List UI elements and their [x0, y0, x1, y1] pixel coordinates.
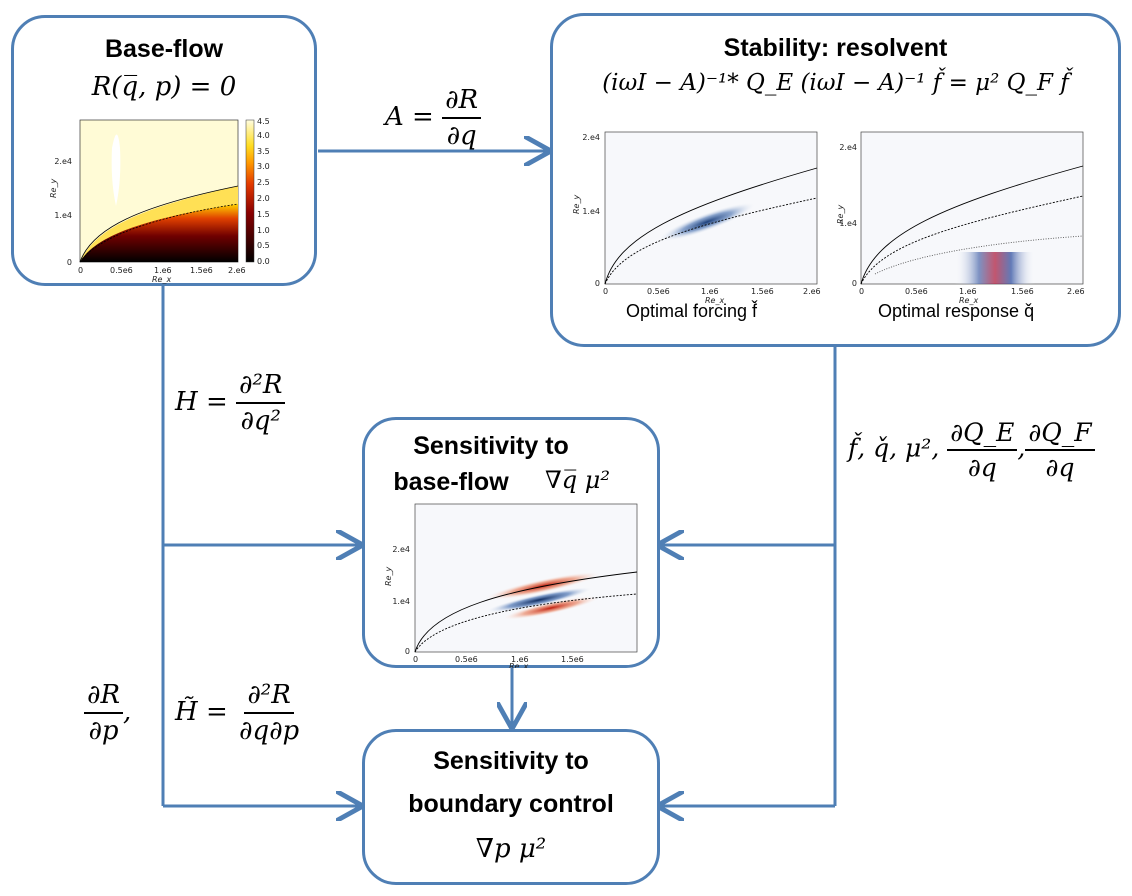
sens-boundary-title-1: Sensitivity to — [433, 747, 589, 775]
x-tick: 1.e6 — [511, 655, 529, 664]
y-tick: 0 — [405, 647, 410, 656]
cbar-tick: 3.5 — [257, 147, 270, 156]
x-tick: 0 — [603, 287, 608, 296]
label-right: f̌, q̌, μ², ∂Q_E ∂q , ∂Q_F ∂q — [848, 418, 1095, 482]
x-tick: 1.5e6 — [751, 287, 774, 296]
y-tick: 2.e4 — [392, 545, 410, 554]
label-dRdp-num: ∂R — [84, 680, 124, 714]
label-right-num1: ∂Q_E — [947, 418, 1018, 451]
x-tick: 0 — [413, 655, 418, 664]
x-tick: 0 — [859, 287, 864, 296]
y-tick: 0 — [67, 258, 72, 267]
label-right-num2: ∂Q_F — [1025, 418, 1095, 451]
x-tick: 0.5e6 — [905, 287, 928, 296]
x-tick: 1.5e6 — [1011, 287, 1034, 296]
sens-base-plot: 0 0.5e6 1.e6 1.5e6 Re_x 0 1.e4 2.e4 Re_y — [384, 503, 638, 668]
label-A-fraction: ∂R ∂q — [442, 85, 482, 151]
response-caption: Optimal response q̌ — [878, 301, 1035, 321]
label-Htilde: H̃ = ∂²R ∂q∂p — [175, 680, 302, 746]
label-A: A = ∂R ∂q — [385, 85, 482, 151]
cbar-tick: 1.0 — [257, 226, 270, 235]
x-tick: 1.e6 — [154, 266, 172, 275]
y-tick: 1.e4 — [392, 597, 410, 606]
y-tick: 2.e4 — [582, 133, 600, 142]
y-tick: 2.e4 — [839, 143, 857, 152]
x-tick: 2.e6 — [1067, 287, 1085, 296]
label-A-num: ∂R — [442, 85, 482, 119]
label-right-sep: , — [1017, 433, 1026, 463]
label-Htilde-den: ∂q∂p — [239, 716, 300, 746]
label-Htilde-num: ∂²R — [244, 680, 294, 714]
cbar-tick: 2.0 — [257, 194, 270, 203]
x-tick: 2.e6 — [228, 266, 246, 275]
x-axis-label: Re_x — [509, 662, 528, 668]
label-A-lhs: A = — [385, 102, 434, 132]
baseflow-equation: R(q̅, p) = 0 — [91, 72, 237, 102]
x-axis-label: Re_x — [959, 296, 978, 305]
label-dRdp-suffix: , — [123, 697, 132, 727]
cbar-tick: 3.0 — [257, 162, 270, 171]
cbar-tick: 4.5 — [257, 118, 270, 126]
x-axis-label: Re_x — [152, 275, 171, 284]
label-Htilde-fraction: ∂²R ∂q∂p — [236, 680, 302, 746]
label-A-den: ∂q — [446, 121, 477, 151]
y-tick: 0 — [852, 279, 857, 288]
label-dRdp: ∂R ∂p , — [84, 680, 131, 746]
sens-base-title-2: base-flow — [393, 468, 509, 496]
x-tick: 1.e6 — [959, 287, 977, 296]
stability-equation: (iωI − A)⁻¹* Q_E (iωI − A)⁻¹ f̌ = μ² Q_F… — [602, 70, 1069, 96]
y-axis-label: Re_y — [384, 567, 393, 586]
x-tick: 0.5e6 — [455, 655, 478, 664]
label-H: H = ∂²R ∂q² — [175, 370, 286, 436]
sens-boundary-box: Sensitivity to boundary control ∇p μ² — [362, 729, 660, 885]
label-right-fraction-1: ∂Q_E ∂q — [947, 418, 1018, 482]
y-tick: 1.e4 — [839, 219, 857, 228]
baseflow-plot: 0.0 0.5 1.0 1.5 2.0 2.5 3.0 3.5 4.0 4.5 … — [50, 118, 270, 284]
optimal-response-plot: 0 0.5e6 1.e6 1.5e6 2.e6 Re_x 0 1.e4 2.e4… — [836, 131, 1085, 305]
baseflow-title: Base-flow — [104, 35, 224, 63]
optimal-forcing-plot: 0 0.5e6 1.e6 1.5e6 2.e6 Re_x 0 1.e4 2.e4… — [572, 131, 821, 305]
cbar-tick: 2.5 — [257, 178, 270, 187]
cbar-tick: 1.5 — [257, 210, 270, 219]
label-H-den: ∂q² — [240, 406, 281, 436]
x-tick: 0 — [78, 266, 83, 275]
y-tick: 1.e4 — [582, 207, 600, 216]
y-tick: 1.e4 — [54, 211, 72, 220]
baseflow-box: Base-flow R(q̅, p) = 0 — [11, 15, 317, 286]
x-tick: 1.5e6 — [561, 655, 584, 664]
x-tick: 0.5e6 — [110, 266, 133, 275]
y-axis-label: Re_y — [836, 205, 845, 224]
y-tick: 2.e4 — [54, 157, 72, 166]
cbar-tick: 0.0 — [257, 257, 270, 266]
stability-box: Stability: resolvent (iωI − A)⁻¹* Q_E (i… — [550, 13, 1121, 347]
sens-base-box: Sensitivity to base-flow ∇q̅ μ² 0 0.5e6 … — [362, 417, 660, 668]
y-axis-label: Re_y — [50, 179, 58, 198]
x-axis-label: Re_x — [705, 296, 724, 305]
label-right-den1: ∂q — [967, 453, 997, 482]
label-right-den2: ∂q — [1045, 453, 1075, 482]
sens-base-nabla: ∇q̅ μ² — [545, 466, 610, 494]
label-H-lhs: H = — [175, 387, 228, 417]
cbar-tick: 0.5 — [257, 241, 270, 250]
x-tick: 1.e6 — [701, 287, 719, 296]
label-H-num: ∂²R — [236, 370, 286, 404]
sens-base-title-1: Sensitivity to — [413, 432, 569, 460]
forcing-caption: Optimal forcing f̌ — [626, 301, 758, 321]
sens-boundary-nabla: ∇p μ² — [475, 834, 547, 864]
label-Htilde-lhs: H̃ = — [175, 697, 228, 727]
label-H-fraction: ∂²R ∂q² — [236, 370, 286, 436]
label-right-fraction-2: ∂Q_F ∂q — [1025, 418, 1095, 482]
sens-boundary-title-2: boundary control — [408, 790, 614, 818]
x-tick: 1.5e6 — [190, 266, 213, 275]
label-dRdp-fraction: ∂R ∂p — [84, 680, 124, 746]
y-axis-label: Re_y — [572, 195, 581, 214]
label-right-prefix: f̌, q̌, μ², — [848, 433, 940, 463]
y-tick: 0 — [595, 279, 600, 288]
stability-title: Stability: resolvent — [723, 34, 948, 62]
label-dRdp-den: ∂p — [88, 716, 119, 746]
cbar-tick: 4.0 — [257, 131, 270, 140]
x-tick: 0.5e6 — [647, 287, 670, 296]
x-tick: 2.e6 — [803, 287, 821, 296]
